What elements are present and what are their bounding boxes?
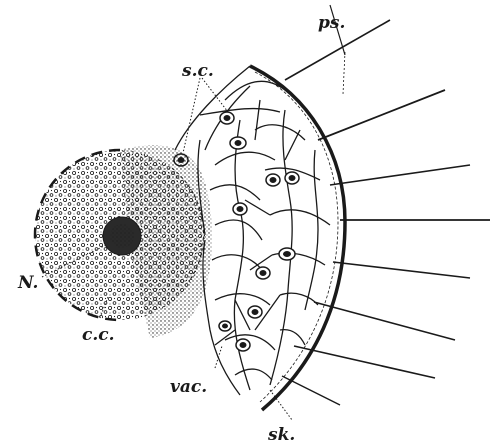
symbiotic-cell <box>236 339 250 351</box>
symbiotic-cell <box>233 203 247 215</box>
symbiotic-cell <box>256 267 270 279</box>
symbiotic-cell <box>230 137 246 149</box>
symbiotic-cell <box>266 174 280 186</box>
symbiotic-cell <box>248 306 262 318</box>
symbiotic-cell <box>279 248 295 260</box>
label-central-capsule: c.c. <box>82 325 115 345</box>
symbiotic-cell <box>220 112 234 124</box>
label-skeleton: sk. <box>267 425 295 445</box>
skeleton-shell <box>250 66 345 410</box>
symbiotic-cell <box>219 321 231 331</box>
label-symbiotic-cells: s.c. <box>181 61 214 81</box>
label-vacuole: vac. <box>170 377 207 397</box>
symbiotic-cell <box>285 172 299 184</box>
label-nucleus: N. <box>17 273 38 293</box>
label-pseudopodia: ps. <box>318 13 345 33</box>
